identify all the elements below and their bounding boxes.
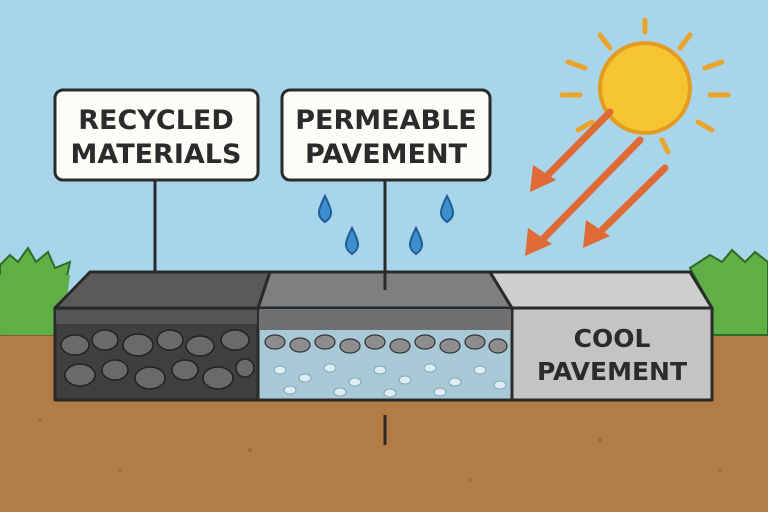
recycled-stones [60,329,255,390]
pointer-lines [153,180,387,445]
label-line-2: MATERIALS [71,139,242,170]
sunlight-arrows [525,108,669,256]
label-cool-pavement: COOL PAVEMENT [537,324,687,386]
permeable-stones [264,334,508,354]
grass-right [688,248,768,336]
arrow-2 [536,136,644,246]
cool-block [510,306,714,402]
label-recycled-materials: RECYCLED MATERIALS [53,88,260,182]
arrow-1 [541,108,614,182]
label-line-1: RECYCLED [78,105,234,136]
water-drop-icon [409,225,423,256]
permeable-gravel [273,363,507,398]
label-line-2: PAVEMENT [305,139,468,170]
water-drop-icon [440,193,454,224]
soil-specks [38,418,722,482]
label-line-1: PERMEABLE [295,105,476,136]
recycled-top [53,270,272,310]
label-permeable-pavement: PERMEABLE PAVEMENT [280,88,492,182]
cool-top [488,270,714,310]
water-drops [318,193,454,256]
label-line-1: COOL [574,324,651,353]
water-drop-icon [345,225,359,256]
water-drop-icon [318,193,332,224]
label-line-2: PAVEMENT [537,357,687,386]
sun-icon [559,17,731,155]
arrow-3 [594,164,669,238]
